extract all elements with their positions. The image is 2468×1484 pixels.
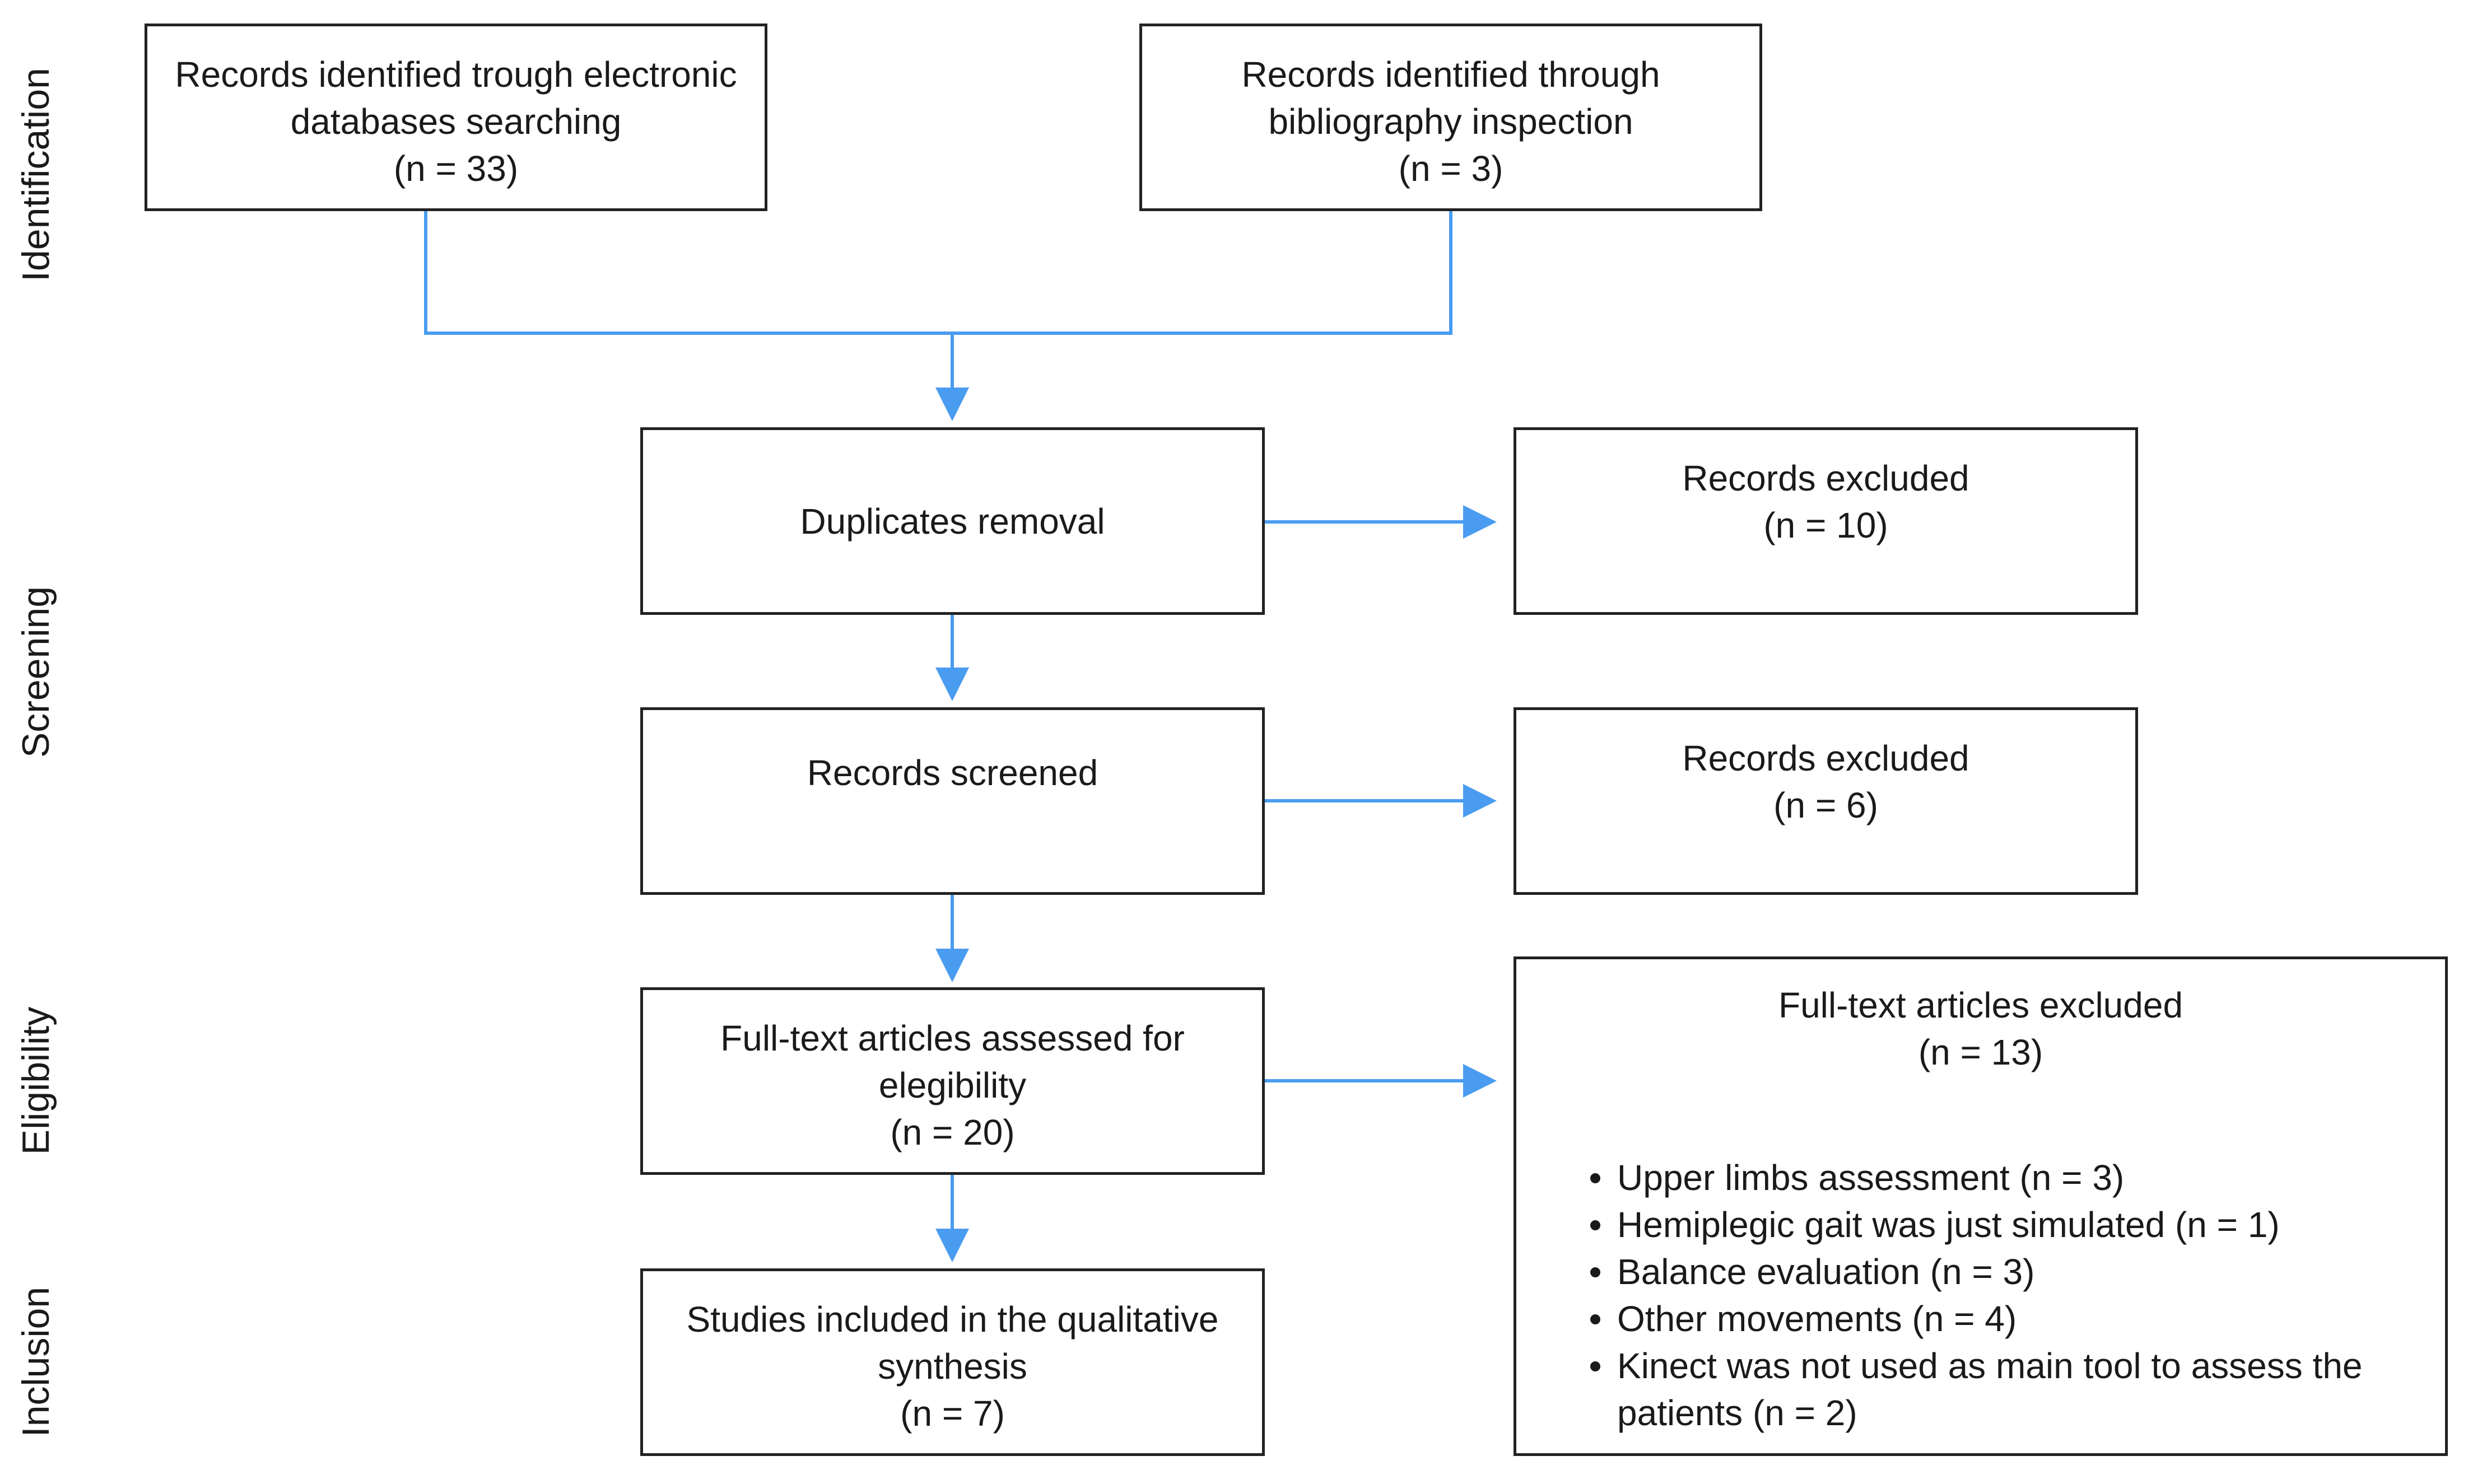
box-text: Records screened	[807, 753, 1098, 793]
box-fulltext-excluded: Full-text articles excluded (n = 13) Upp…	[1514, 956, 2448, 1456]
box-count: (n = 6)	[1773, 785, 1878, 825]
box-fulltext-assessed: Full-text articles assessed for elegibil…	[640, 987, 1265, 1175]
box-text: bibliography inspection	[1268, 101, 1633, 142]
box-duplicates-removal: Duplicates removal	[640, 427, 1265, 615]
box-text: synthesis	[878, 1346, 1027, 1387]
list-item: Upper limbs assessment (n = 3)	[1590, 1154, 2428, 1201]
box-bibliography-records: Records identified through bibliography …	[1139, 24, 1762, 211]
box-text: Duplicates removal	[800, 501, 1105, 542]
stage-screening: Screening	[15, 586, 57, 758]
box-count: (n = 7)	[900, 1393, 1005, 1434]
stage-inclusion: Inclusion	[15, 1286, 57, 1438]
box-count: (n = 13)	[1918, 1032, 2043, 1072]
box-records-screened: Records screened	[640, 707, 1265, 895]
box-text: Records excluded	[1682, 738, 1969, 778]
stage-eligibility: Eligibility	[15, 1006, 57, 1155]
list-item: Other movements (n = 4)	[1590, 1295, 2428, 1342]
box-text: Records identified through	[1241, 54, 1660, 95]
box-text: Full-text articles assessed for	[720, 1018, 1185, 1058]
list-item: Kinect was not used as main tool to asse…	[1590, 1342, 2428, 1436]
list-item: Hemiplegic gait was just simulated (n = …	[1590, 1201, 2428, 1248]
list-item: Balance evaluation (n = 3)	[1590, 1248, 2428, 1295]
box-count: (n = 10)	[1763, 505, 1888, 545]
box-text: Records excluded	[1682, 458, 1969, 498]
box-count: (n = 33)	[393, 148, 519, 189]
box-text: Records identified trough electronic	[175, 54, 737, 95]
box-electronic-records: Records identified trough electronic dat…	[145, 24, 767, 211]
merge-connector	[424, 210, 1452, 335]
box-records-excluded-1: Records excluded (n = 10)	[1514, 427, 2138, 615]
exclusion-reasons-list: Upper limbs assessment (n = 3) Hemiplegi…	[1533, 1154, 2428, 1436]
box-text: Full-text articles excluded	[1778, 985, 2183, 1025]
box-text: Studies included in the qualitative	[686, 1299, 1219, 1340]
stage-identification: Identification	[15, 68, 57, 282]
box-text: databases searching	[290, 101, 622, 142]
box-count: (n = 3)	[1398, 148, 1503, 189]
box-studies-included: Studies included in the qualitative synt…	[640, 1268, 1265, 1456]
box-text: elegibility	[878, 1065, 1027, 1105]
box-records-excluded-2: Records excluded (n = 6)	[1514, 707, 2138, 895]
box-count: (n = 20)	[890, 1112, 1015, 1152]
